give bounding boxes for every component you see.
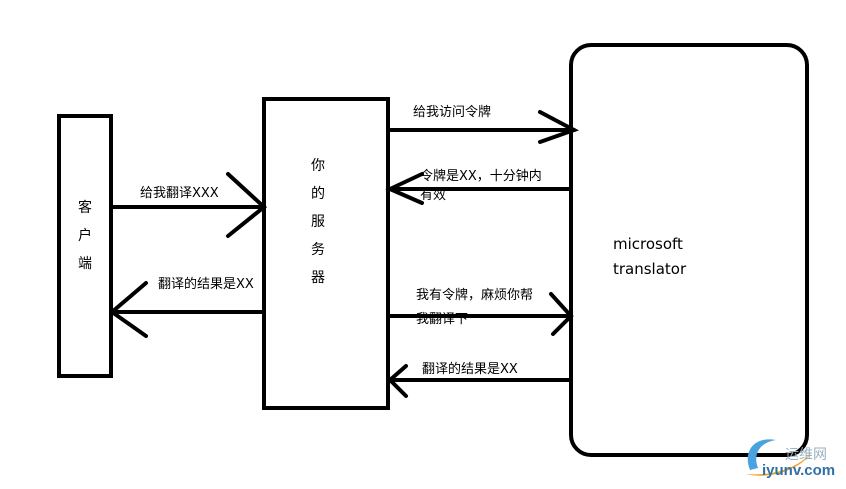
server-label-char: 务 <box>311 242 325 258</box>
label-ms-to-server-token-line: 令牌是XX，十分钟内 <box>420 169 542 184</box>
label-client-to-server: 给我翻译XXX <box>140 186 219 201</box>
translator-label-line: microsoft <box>613 235 683 253</box>
watermark-cn: 运维网 <box>785 446 827 462</box>
server-label-char: 器 <box>311 270 325 286</box>
translator-box <box>569 43 809 457</box>
translator-label: microsoft translator <box>613 232 686 282</box>
label-server-to-client: 翻译的结果是XX <box>158 277 254 292</box>
label-ms-to-server-result: 翻译的结果是XX <box>422 362 518 377</box>
label-server-to-ms-token: 给我访问令牌 <box>413 105 492 120</box>
watermark-logo-icon <box>746 439 812 476</box>
label-ms-to-server-token: 令牌是XX，十分钟内 有效 <box>420 169 542 204</box>
arrow-server-to-client <box>108 281 266 338</box>
label-server-to-ms-translate: 我有令牌，麻烦你帮 我翻译下 <box>416 288 533 328</box>
client-box <box>57 114 113 378</box>
server-box <box>262 97 390 410</box>
client-label-char: 端 <box>78 256 92 272</box>
client-label: 客 户 端 <box>62 194 108 278</box>
client-label-char: 户 <box>78 228 92 244</box>
arrow-ms-to-server-result <box>387 364 573 398</box>
arrow-client-to-server <box>110 172 268 238</box>
arrow-server-to-ms-translate <box>387 292 574 336</box>
label-server-to-ms-translate-line: 我有令牌，麻烦你帮 <box>416 288 534 303</box>
client-label-char: 客 <box>78 200 92 216</box>
arrow-ms-to-server-token <box>385 172 573 205</box>
watermark-en: iyunv.com <box>762 462 836 479</box>
label-ms-to-server-token-line: 有效 <box>420 188 447 203</box>
server-label-char: 的 <box>311 186 325 202</box>
server-label-char: 你 <box>311 158 325 174</box>
arrow-server-to-ms-token <box>387 110 579 144</box>
label-server-to-ms-translate-line: 我翻译下 <box>416 312 469 327</box>
translator-label-line: translator <box>613 260 687 278</box>
server-label: 你 的 服 务 器 <box>303 152 333 292</box>
server-label-char: 服 <box>311 214 325 230</box>
